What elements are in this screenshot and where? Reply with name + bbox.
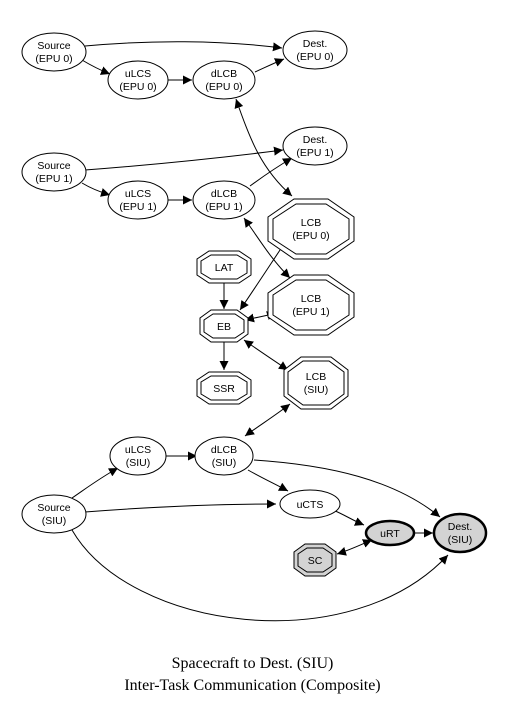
svg-text:Source: Source: [37, 502, 70, 514]
node-lcb-siu: LCB (SIU): [283, 356, 349, 410]
svg-text:(EPU 0): (EPU 0): [205, 81, 242, 93]
svg-text:dLCB: dLCB: [211, 444, 237, 456]
svg-text:dLCB: dLCB: [211, 188, 237, 200]
svg-text:(EPU 0): (EPU 0): [35, 53, 72, 65]
svg-text:dLCB: dLCB: [211, 68, 237, 80]
svg-text:(EPU 1): (EPU 1): [35, 173, 72, 185]
svg-text:uLCS: uLCS: [125, 444, 151, 456]
node-ssr: SSR: [196, 371, 252, 405]
svg-text:Dest.: Dest.: [303, 38, 328, 50]
node-urt: uRT: [364, 519, 416, 547]
svg-text:LAT: LAT: [215, 262, 234, 274]
edge-source-siu-to-ulcs-siu: [71, 467, 119, 499]
svg-text:uCTS: uCTS: [297, 499, 324, 511]
svg-text:(EPU 1): (EPU 1): [292, 306, 329, 318]
node-source-epu1: Source (EPU 1): [21, 152, 87, 192]
node-dest-siu: Dest. (SIU): [432, 512, 488, 554]
svg-text:LCB: LCB: [301, 217, 321, 229]
svg-text:SC: SC: [308, 555, 323, 567]
node-dest-epu1: Dest. (EPU 1): [282, 126, 348, 166]
edge-eb-lcb-siu: [243, 339, 289, 371]
node-dlcb-epu1: dLCB (EPU 1): [192, 180, 256, 220]
svg-text:Dest.: Dest.: [448, 521, 473, 533]
node-ucts: uCTS: [279, 489, 341, 519]
svg-text:(SIU): (SIU): [304, 384, 329, 396]
edge-source-siu-to-ucts: [84, 499, 277, 513]
edge-dlcb-epu0-to-dest-epu0: [254, 58, 285, 73]
svg-text:LCB: LCB: [301, 293, 321, 305]
edge-sc-urt: [336, 539, 373, 556]
svg-text:uRT: uRT: [380, 528, 400, 540]
svg-text:uLCS: uLCS: [125, 68, 151, 80]
node-ulcs-siu: uLCS (SIU): [109, 436, 167, 476]
edge-dlcb-siu-to-ucts: [247, 469, 289, 492]
node-sc: SC: [293, 543, 337, 577]
svg-text:(SIU): (SIU): [212, 457, 237, 469]
edge-ucts-to-urt: [332, 509, 365, 526]
edge-source-epu1-to-ulcs-epu1: [81, 182, 111, 197]
node-ulcs-epu0: uLCS (EPU 0): [107, 60, 169, 100]
node-eb: EB: [199, 309, 249, 343]
node-dlcb-epu0: dLCB (EPU 0): [192, 60, 256, 100]
svg-text:(EPU 1): (EPU 1): [296, 147, 333, 159]
caption-subtitle: Inter-Task Communication (Composite): [124, 677, 381, 694]
edge-dlcb-siu-to-dest-siu: [253, 459, 441, 518]
svg-text:EB: EB: [217, 321, 231, 333]
edge-source-siu-to-dest-siu: [71, 529, 449, 622]
svg-text:Source: Source: [37, 160, 70, 172]
svg-text:(SIU): (SIU): [42, 515, 67, 527]
svg-text:(SIU): (SIU): [126, 457, 151, 469]
svg-text:Dest.: Dest.: [303, 134, 328, 146]
node-ulcs-epu1: uLCS (EPU 1): [107, 180, 169, 220]
node-dest-epu0: Dest. (EPU 0): [282, 30, 348, 70]
node-source-siu: Source (SIU): [21, 494, 87, 534]
edge-dlcb-epu1-to-dest-epu1: [249, 157, 293, 187]
node-lat: LAT: [196, 250, 252, 284]
svg-text:(EPU 1): (EPU 1): [205, 201, 242, 213]
svg-text:(EPU 0): (EPU 0): [119, 81, 156, 93]
svg-text:(EPU 0): (EPU 0): [292, 230, 329, 242]
edge-source-epu0-to-ulcs-epu0: [81, 59, 111, 75]
node-lcb-epu0: LCB (EPU 0): [267, 198, 355, 260]
svg-text:(EPU 0): (EPU 0): [296, 51, 333, 63]
svg-text:(EPU 1): (EPU 1): [119, 201, 156, 213]
svg-text:uLCS: uLCS: [125, 188, 151, 200]
svg-text:SSR: SSR: [213, 383, 235, 395]
svg-text:(SIU): (SIU): [448, 534, 473, 546]
edge-source-epu1-to-dest-epu1: [84, 146, 284, 171]
edge-source-epu0-to-dest-epu0: [84, 41, 283, 52]
caption-title: Spacecraft to Dest. (SIU): [171, 655, 334, 672]
svg-text:LCB: LCB: [306, 371, 326, 383]
node-lcb-epu1: LCB (EPU 1): [267, 274, 355, 336]
edge-lcb-siu-dlcb-siu: [244, 403, 291, 437]
svg-text:Source: Source: [37, 40, 70, 52]
node-source-epu0: Source (EPU 0): [21, 32, 87, 72]
node-dlcb-siu: dLCB (SIU): [194, 436, 254, 476]
